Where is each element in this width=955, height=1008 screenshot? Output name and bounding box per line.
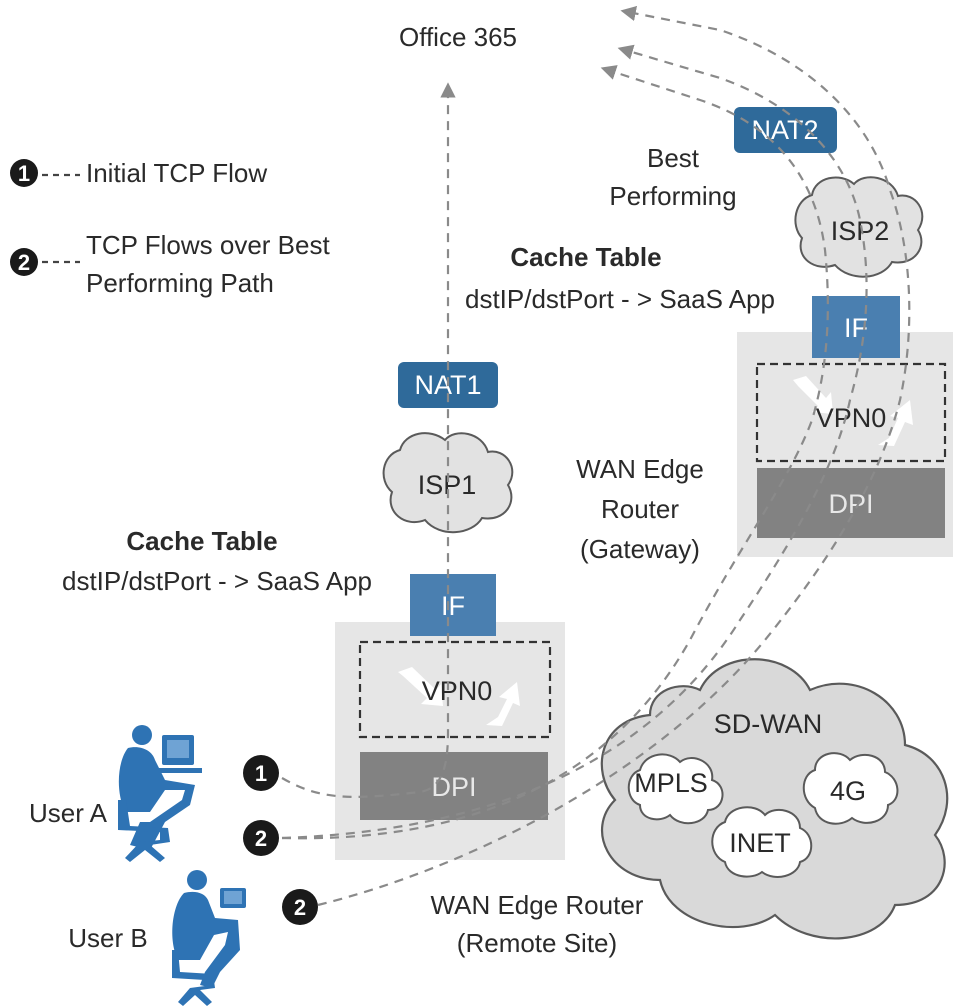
user-b-figure — [172, 870, 246, 1006]
legend-marker-1-number: 1 — [18, 161, 30, 186]
remote-vpn0-label: VPN0 — [422, 676, 493, 706]
best-performing-line1: Best — [647, 143, 700, 173]
gateway-router-label-line1: WAN Edge — [576, 454, 704, 484]
best-performing-line2: Performing — [609, 181, 736, 211]
remote-dpi-box — [360, 752, 548, 820]
legend-text-2-line2: Performing Path — [86, 268, 274, 298]
flow-marker-1-number: 1 — [255, 761, 267, 786]
flow-marker-2-user-b-number: 2 — [294, 895, 306, 920]
gateway-dpi-label: DPI — [828, 489, 873, 519]
flow-marker-2-user-a — [243, 820, 279, 856]
remote-if-box — [410, 574, 496, 636]
sdwan-cloud — [600, 658, 949, 940]
flow-2c-path — [317, 5, 911, 907]
user-a-figure — [118, 725, 202, 862]
nat2-box — [734, 107, 837, 153]
legend-marker-2 — [10, 248, 38, 276]
4g-label: 4G — [830, 776, 866, 806]
gateway-vpn0-label: VPN0 — [816, 403, 887, 433]
legend-item-initial-flow: 1 Initial TCP Flow — [10, 158, 267, 188]
remote-if-label: IF — [441, 591, 465, 621]
flow-2a-path — [281, 65, 829, 840]
gateway-router-label-line2: Router — [601, 494, 679, 524]
gateway-cache-title: Cache Table — [510, 242, 661, 272]
gateway-vpn0-box — [755, 362, 947, 463]
flow-1-path — [281, 82, 456, 798]
legend-marker-1 — [10, 159, 38, 187]
flow-paths — [281, 5, 911, 907]
legend-text-2-line1: TCP Flows over Best — [86, 230, 330, 260]
remote-cache-title: Cache Table — [126, 526, 277, 556]
isp2-cloud — [794, 176, 924, 278]
user-b-label: User B — [68, 923, 147, 953]
flow-marker-1 — [243, 755, 279, 791]
remote-cache-entry: dstIP/dstPort - > SaaS App — [62, 566, 372, 596]
flow-marker-2-user-a-number: 2 — [255, 826, 267, 851]
gateway-vpn-arrow-in — [793, 376, 833, 414]
gateway-dpi-box — [757, 468, 945, 538]
remote-router-label-line2: (Remote Site) — [457, 928, 617, 958]
legend: 1 Initial TCP Flow 2 TCP Flows over Best… — [10, 158, 330, 298]
4g-cloud — [802, 752, 899, 825]
gateway-cache-entry: dstIP/dstPort - > SaaS App — [465, 284, 775, 314]
office365-label: Office 365 — [399, 22, 517, 52]
flow-2b-path — [281, 44, 868, 840]
sdwan-label: SD-WAN — [714, 709, 823, 739]
mpls-label: MPLS — [634, 768, 708, 798]
remote-router-label-line1: WAN Edge Router — [431, 890, 644, 920]
legend-text-1: Initial TCP Flow — [86, 158, 267, 188]
legend-item-best-path: 2 TCP Flows over Best Performing Path — [10, 230, 330, 298]
remote-vpn-arrow-in — [398, 667, 443, 706]
gateway-vpn-arrow-out — [878, 400, 913, 446]
legend-marker-2-number: 2 — [18, 250, 30, 275]
remote-dpi-label: DPI — [431, 772, 476, 802]
user-a-label: User A — [29, 798, 108, 828]
mpls-cloud — [627, 753, 724, 825]
remote-vpn0-box — [358, 640, 552, 739]
flow-marker-2-user-b — [282, 889, 318, 925]
isp1-cloud — [382, 432, 514, 534]
isp2-label: ISP2 — [831, 216, 890, 246]
inet-label: INET — [729, 828, 791, 858]
remote-router-panel — [335, 622, 565, 860]
remote-vpn-arrow-out — [486, 682, 520, 726]
gateway-router-label-line3: (Gateway) — [580, 534, 700, 564]
inet-cloud — [711, 806, 813, 878]
